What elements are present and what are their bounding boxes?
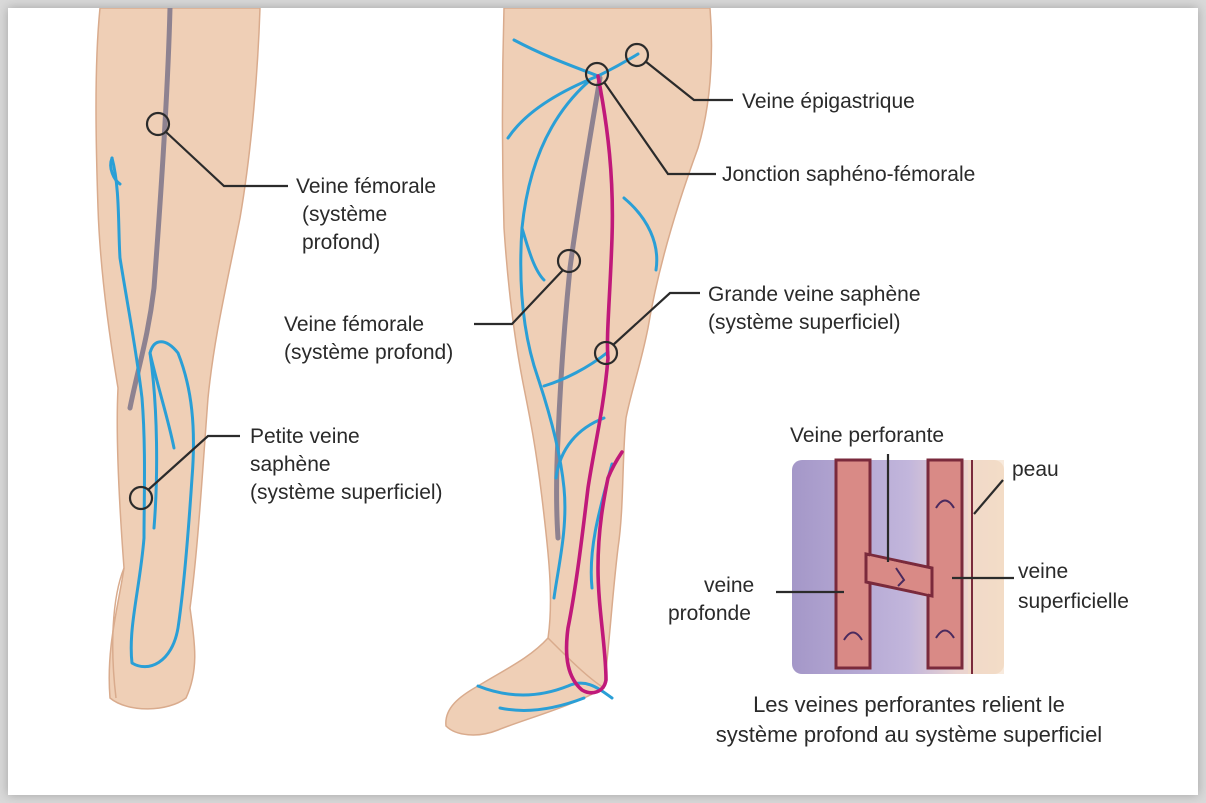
perforating-vein-inset: Veine perforante peau veine profonde vei… xyxy=(668,424,1129,674)
left-leg-back-view xyxy=(96,8,260,709)
label-left-femoral-line3: profond) xyxy=(302,231,380,254)
label-right-femoral-line1: Veine fémorale xyxy=(284,313,424,336)
caption-line2: système profond au système superficiel xyxy=(716,722,1102,747)
label-left-femoral-line2: (système xyxy=(302,203,387,226)
label-epigastric: Veine épigastrique xyxy=(742,90,915,113)
label-right-femoral: Veine fémorale (système profond) xyxy=(284,313,453,364)
diagram-frame: Veine fémorale (système profond) Petite … xyxy=(8,8,1198,795)
label-sapheno-femoral: Jonction saphéno-fémorale xyxy=(722,163,975,186)
label-great-saphenous: Grande veine saphène (système superficie… xyxy=(708,283,921,334)
caption: Les veines perforantes relient le systèm… xyxy=(716,692,1102,747)
leg-veins-diagram: Veine fémorale (système profond) Petite … xyxy=(8,8,1198,795)
label-small-saphenous-line3: (système superficiel) xyxy=(250,481,443,504)
caption-line1: Les veines perforantes relient le xyxy=(753,692,1065,717)
label-great-saphenous-line1: Grande veine saphène xyxy=(708,283,921,306)
label-skin: peau xyxy=(1012,458,1059,481)
label-perforating: Veine perforante xyxy=(790,424,944,447)
label-superficial-vein-line2: superficielle xyxy=(1018,590,1129,613)
left-leg-silhouette xyxy=(96,8,260,709)
label-deep-vein-line2: profonde xyxy=(668,602,751,625)
label-deep-vein-line1: veine xyxy=(704,574,754,597)
label-small-saphenous-line1: Petite veine xyxy=(250,425,360,448)
label-left-femoral-line1: Veine fémorale xyxy=(296,175,436,198)
label-superficial-vein-line1: veine xyxy=(1018,560,1068,583)
label-great-saphenous-line2: (système superficiel) xyxy=(708,311,901,334)
label-left-femoral: Veine fémorale (système profond) xyxy=(296,175,436,254)
label-small-saphenous: Petite veine saphène (système superficie… xyxy=(250,425,443,504)
right-leg-front-view xyxy=(446,8,712,735)
label-right-femoral-line2: (système profond) xyxy=(284,341,453,364)
label-small-saphenous-line2: saphène xyxy=(250,453,331,476)
